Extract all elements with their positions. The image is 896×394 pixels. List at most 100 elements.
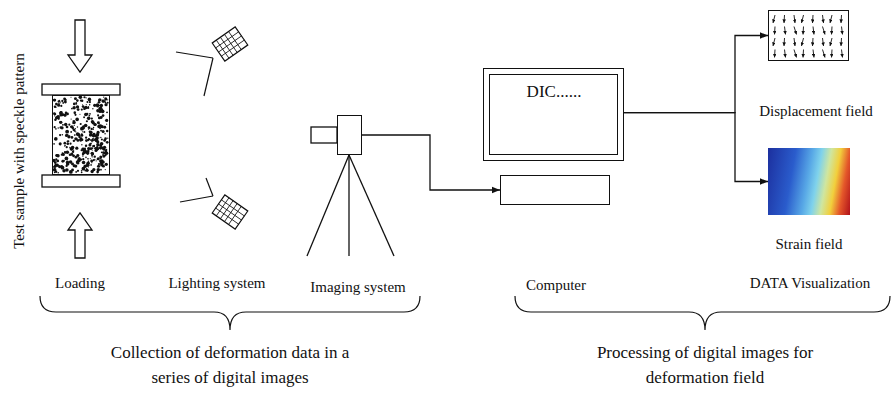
speckle bbox=[61, 154, 63, 156]
speckle bbox=[65, 157, 69, 161]
speckle bbox=[72, 121, 75, 124]
speckle bbox=[57, 172, 59, 174]
speckle bbox=[54, 139, 55, 140]
speckle bbox=[87, 158, 89, 160]
speckle bbox=[54, 161, 57, 164]
speckle bbox=[92, 157, 93, 158]
speckle bbox=[87, 117, 91, 121]
speckle bbox=[86, 113, 89, 116]
speckle bbox=[83, 148, 86, 151]
speckle bbox=[66, 146, 68, 148]
speckle bbox=[71, 136, 74, 139]
vector-arrow bbox=[794, 15, 795, 23]
speckle bbox=[77, 170, 79, 172]
speckle bbox=[65, 145, 66, 146]
speckle bbox=[64, 151, 66, 153]
speckle bbox=[92, 134, 95, 137]
speckle bbox=[102, 114, 105, 117]
speckle bbox=[76, 132, 80, 136]
vector-arrow bbox=[813, 50, 814, 58]
vector-arrow bbox=[803, 50, 805, 58]
speckle bbox=[72, 106, 75, 109]
speckle bbox=[59, 142, 62, 145]
speckle bbox=[82, 105, 85, 108]
speckle bbox=[56, 116, 58, 118]
speckle bbox=[97, 157, 100, 160]
part-label: DATA Visualization bbox=[750, 274, 871, 292]
speckle bbox=[66, 142, 69, 145]
speckle bbox=[56, 164, 59, 167]
speckle bbox=[89, 113, 91, 115]
speckle bbox=[63, 142, 66, 145]
speckle bbox=[105, 119, 108, 122]
speckle bbox=[59, 121, 62, 124]
speckle bbox=[95, 133, 99, 137]
tripod-leg bbox=[348, 155, 349, 256]
speckle bbox=[53, 143, 55, 145]
speckle bbox=[86, 151, 89, 154]
speckle bbox=[91, 164, 92, 165]
speckle bbox=[83, 116, 85, 118]
speckle bbox=[101, 152, 103, 154]
speckle bbox=[67, 140, 69, 142]
loading-arrows bbox=[68, 20, 92, 258]
speckle bbox=[102, 165, 105, 168]
tripod-leg bbox=[349, 155, 394, 256]
speckle bbox=[77, 162, 80, 165]
speckle bbox=[104, 103, 107, 106]
speckle bbox=[90, 128, 92, 130]
speckle bbox=[90, 134, 92, 136]
speckle bbox=[93, 127, 95, 129]
speckle bbox=[96, 171, 99, 174]
speckle bbox=[104, 133, 106, 135]
speckle bbox=[60, 126, 63, 129]
vector-arrow bbox=[785, 27, 786, 35]
speckle bbox=[76, 154, 79, 157]
speckle bbox=[102, 160, 105, 163]
speckle bbox=[97, 121, 100, 124]
speckle bbox=[74, 114, 76, 116]
speckle bbox=[57, 104, 60, 107]
bottom-plate bbox=[42, 175, 120, 187]
speckle bbox=[101, 138, 103, 140]
speckle bbox=[106, 130, 109, 133]
speckle bbox=[82, 150, 83, 151]
speckle bbox=[102, 130, 105, 133]
vector-arrow bbox=[794, 27, 797, 35]
speckle bbox=[62, 124, 64, 126]
speckle bbox=[90, 158, 91, 159]
speckle bbox=[91, 147, 93, 149]
speckle bbox=[74, 111, 77, 114]
speckle bbox=[91, 141, 92, 142]
speckle bbox=[62, 152, 64, 154]
vector-arrow bbox=[803, 27, 805, 35]
speckle bbox=[69, 153, 72, 156]
speckle bbox=[96, 143, 99, 146]
vector-arrow bbox=[812, 38, 814, 46]
speckle bbox=[97, 165, 100, 168]
vector-arrow bbox=[830, 15, 832, 23]
vector-arrow bbox=[794, 50, 797, 58]
speckle bbox=[67, 134, 69, 136]
speckle bbox=[82, 104, 83, 105]
tripod-leg bbox=[307, 155, 349, 256]
speckle bbox=[70, 126, 72, 128]
node-label: DIC...... bbox=[527, 82, 582, 102]
speckle bbox=[104, 139, 106, 141]
speckle bbox=[85, 97, 86, 98]
speckle bbox=[75, 147, 78, 150]
speckle bbox=[91, 139, 94, 142]
speckle bbox=[95, 148, 98, 151]
lamp bbox=[212, 27, 248, 61]
speckle bbox=[86, 120, 88, 122]
vector-arrow bbox=[773, 38, 775, 46]
vector-arrow bbox=[802, 38, 804, 46]
speckle bbox=[88, 106, 89, 107]
speckle bbox=[62, 134, 64, 136]
speckle bbox=[56, 154, 59, 157]
brace-left bbox=[40, 296, 420, 330]
speckle bbox=[72, 154, 75, 157]
braces bbox=[40, 296, 890, 330]
speckle bbox=[71, 169, 74, 172]
